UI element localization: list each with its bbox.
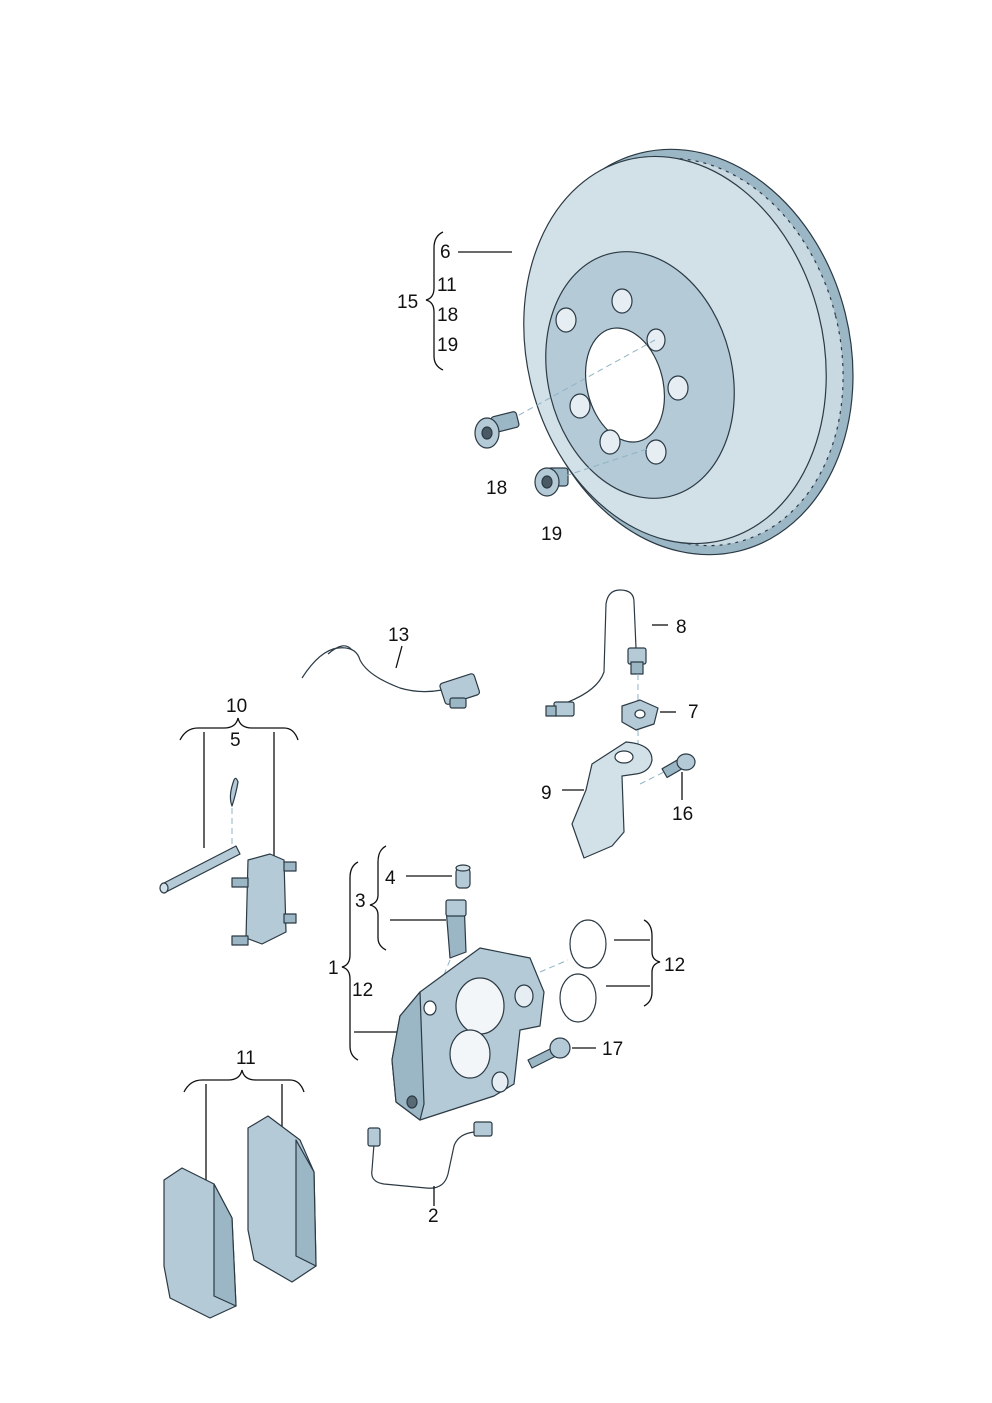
seal-ring-inner[interactable] — [559, 973, 597, 1023]
label-11-pads: 11 — [236, 1048, 256, 1069]
brake-pad-outer[interactable] — [163, 1167, 237, 1319]
retaining-clip-7[interactable] — [621, 699, 659, 731]
anti-rattle-pad[interactable] — [231, 853, 297, 946]
pin-kit-brace-10 — [179, 717, 299, 856]
disc-bolt-holes — [555, 288, 689, 465]
disc-plug-19[interactable] — [534, 467, 569, 497]
bleeder-cap-4[interactable] — [455, 864, 471, 889]
label-12-caliper: 12 — [352, 980, 373, 1001]
bleeder-brace-3 — [369, 845, 452, 951]
caliper-bolt-17[interactable] — [527, 1037, 571, 1069]
label-4: 4 — [385, 868, 396, 889]
label-5: 5 — [230, 730, 241, 751]
label-13: 13 — [388, 625, 409, 646]
label-12-rings: 12 — [664, 955, 685, 976]
label-18-group: 18 — [437, 305, 458, 326]
label-3: 3 — [355, 891, 366, 912]
label-19-group: 19 — [437, 335, 458, 356]
brake-hose-2[interactable] — [367, 1121, 493, 1189]
label-15: 15 — [397, 292, 418, 313]
caliper-brace-1 — [341, 861, 400, 1061]
seal-ring-outer[interactable] — [569, 919, 607, 969]
label-11-group: 11 — [437, 275, 457, 296]
label-2: 2 — [428, 1206, 439, 1227]
label-6: 6 — [440, 242, 451, 263]
bracket-9[interactable] — [571, 741, 653, 859]
disc-brace-group — [425, 231, 512, 371]
label-10: 10 — [226, 696, 247, 717]
label-16: 16 — [672, 804, 693, 825]
pads-brace-11 — [183, 1069, 305, 1184]
disc-screw-18[interactable] — [474, 411, 520, 449]
wear-sensor-13[interactable] — [301, 645, 481, 709]
spring-clip-5[interactable] — [229, 777, 239, 807]
bolt-16[interactable] — [661, 753, 696, 779]
label-1: 1 — [328, 958, 339, 979]
brake-line-8[interactable] — [545, 589, 647, 717]
caliper-housing[interactable] — [391, 947, 545, 1121]
guide-pin[interactable] — [159, 845, 241, 894]
brake-disc[interactable] — [484, 114, 895, 589]
label-18-part: 18 — [486, 478, 507, 499]
label-9: 9 — [541, 783, 552, 804]
bleeder-valve[interactable] — [445, 899, 467, 959]
brake-pad-inner[interactable] — [247, 1115, 317, 1283]
label-17: 17 — [602, 1039, 623, 1060]
label-19-part: 19 — [541, 524, 562, 545]
label-7: 7 — [688, 702, 699, 723]
label-8: 8 — [676, 617, 687, 638]
seal-brace-12 — [606, 919, 661, 1007]
